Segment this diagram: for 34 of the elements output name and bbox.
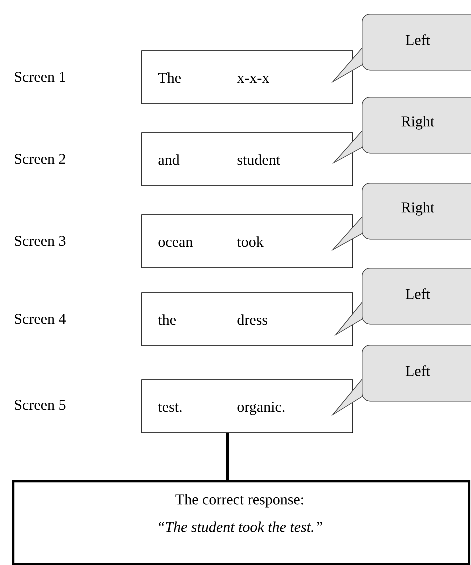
box-word: dress <box>238 314 268 326</box>
speech-callout <box>331 345 471 416</box>
word-box <box>142 132 354 186</box>
callout-text: Left <box>406 366 430 376</box>
speech-callout <box>331 183 471 252</box>
word-box <box>142 214 354 268</box>
screen-label: Screen 5 <box>15 400 66 410</box>
connector-line <box>226 433 230 480</box>
screen-label: Screen 4 <box>15 314 66 324</box>
callout-text: Left <box>406 288 430 300</box>
box-word: took <box>237 236 264 248</box>
callout-text: Left <box>406 34 430 46</box>
box-word: test. <box>158 404 182 412</box>
response-text: The correct response: <box>176 494 304 508</box>
speech-callout <box>334 268 471 336</box>
box-word: ocean <box>158 240 193 248</box>
box-word: x-x-x <box>237 76 270 83</box>
callout-text: Right <box>402 116 435 130</box>
response-box <box>12 480 471 565</box>
screen-label: Screen 1 <box>15 72 66 82</box>
box-word: The <box>158 72 181 84</box>
box-word: and <box>158 154 180 166</box>
box-word: organic. <box>238 402 285 416</box>
callout-text: Right <box>402 202 435 216</box>
word-box <box>142 380 354 434</box>
box-word: student <box>238 154 280 166</box>
screen-label: Screen 2 <box>15 154 66 164</box>
word-box <box>142 292 354 346</box>
box-word: the <box>158 314 176 326</box>
speech-callout <box>331 14 471 84</box>
word-box <box>142 50 354 104</box>
speech-callout <box>332 97 471 164</box>
screen-label: Screen 3 <box>15 236 66 246</box>
response-text: “The student took the test.” <box>159 522 322 532</box>
